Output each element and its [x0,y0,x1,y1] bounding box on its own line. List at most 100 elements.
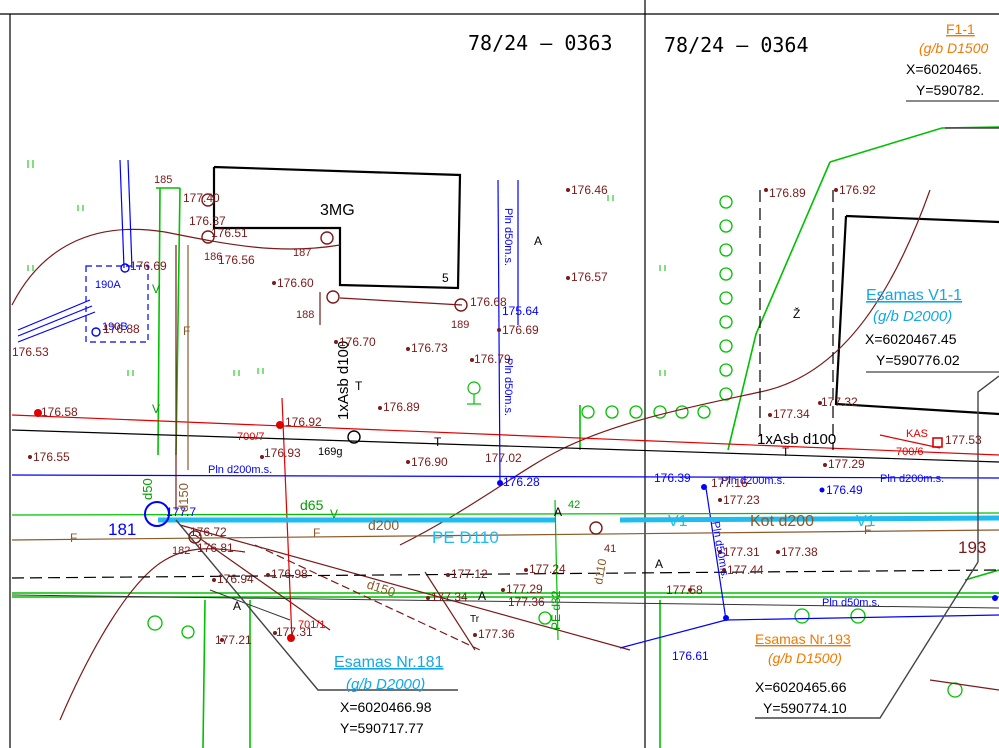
well-no-42: 42 [568,499,580,511]
callout-181-y: Y=590717.77 [340,720,424,736]
callout-f1-x: X=6020465. [906,61,982,77]
mark-f-1: F [70,531,77,545]
callout-193-subtitle: (g/b D1500) [768,650,842,666]
callout-v1-y: Y=590776.02 [876,352,960,368]
hydrant-symbol [347,430,361,444]
callout-v1-subtitle: (g/b D2000) [873,308,952,325]
pipe-label-d65: d65 [300,497,324,513]
pipe-label-v1-b: V1 [856,513,876,530]
pipe-label-pln-d50-a: Pln d50m.s. [502,208,514,266]
well-no-181: 181 [108,520,136,539]
callout-181-title: Esamas Nr.181 [334,654,443,671]
elev: 177.36 [478,627,515,641]
elev: 176.37 [189,214,226,228]
pipe-label-d50: d50 [140,478,155,500]
well-no-187: 187 [293,247,311,259]
elevation-points [28,188,838,642]
well-181-symbol[interactable] [144,501,170,527]
well-no-700-7: 700/7 [237,431,265,443]
building-right-top [845,214,999,224]
buildings [212,165,999,416]
elev: 176.49 [826,483,863,497]
well-no-188: 188 [296,309,314,321]
callout-193[interactable]: Esamas Nr.193 (g/b D1500) X=6020465.66 Y… [755,631,851,716]
elev: 176.88 [103,322,140,336]
elev: 176.73 [411,341,448,355]
building-right [834,215,999,416]
well-no-189: 189 [451,319,469,331]
zone-a-4: A [233,599,241,613]
callout-181[interactable]: Esamas Nr.181 (g/b D2000) X=6020466.98 Y… [334,654,443,736]
elev: 176.28 [503,475,540,489]
curb-lines [12,126,999,748]
elev: 176.98 [271,567,308,581]
elev: 176.79 [474,352,511,366]
callout-v1[interactable]: Esamas V1-1 (g/b D2000) X=6020467.45 Y=5… [865,287,999,373]
well-no-41: 41 [604,543,616,555]
callout-v1-title: Esamas V1-1 [866,287,962,304]
elev: 176.92 [285,415,322,429]
elev: 176.53 [12,345,49,359]
zone-a-5: A [478,589,486,603]
callout-f1-subtitle: (g/b D1500 [919,40,988,56]
callout-f1[interactable]: F1-1 (g/b D1500 X=6020465. Y=590782. [906,21,999,102]
zone-z: Ž [793,306,800,321]
elev: 177.53 [945,433,982,447]
elev: 177.7 [166,505,196,519]
elev: 177.58 [666,583,703,597]
sheet-label-right: 78/24 – 0364 [664,33,809,57]
elev: 177.12 [451,567,488,581]
elev: 176.60 [277,276,314,290]
elev: 176.81 [197,541,234,555]
callout-v1-x: X=6020467.45 [865,331,957,347]
well-no-182: 182 [172,545,190,557]
trees [147,195,963,698]
elev: 177.40 [183,191,220,205]
elev: 177.31 [276,625,313,639]
pipe-label-d200: d200 [368,517,399,533]
well-box-190 [85,265,149,343]
elev: 177.34 [773,407,810,421]
elev: 177.36 [508,595,545,609]
mark-t-1: T [434,435,442,449]
mark-v-1: V [152,282,160,296]
elev: 177.38 [781,545,818,559]
elev: 176.89 [769,186,806,200]
zone-a-2: A [554,505,562,519]
pipe-label-pln-d200-a: Pln d200m.s. [208,464,272,476]
elev: 176.72 [190,525,227,539]
mark-t-3: T [355,379,363,393]
sheet-label-left: 78/24 – 0363 [468,31,613,55]
pipe-label-pln-d200-b: Pln d200m.s. [721,475,785,487]
callout-f1-y: Y=590782. [916,82,984,98]
pipe-label-pln-d50-d: Pln d50m.s. [822,597,880,609]
elev: 176.92 [839,183,876,197]
elev: 177.29 [506,582,543,596]
well-no-193: 193 [958,538,986,557]
mark-v-3: V [330,507,338,521]
mark-f-3: F [864,523,871,537]
callout-181-subtitle: (g/b D2000) [346,676,425,693]
elev: 177.21 [215,633,252,647]
red-points [34,409,295,642]
elev: 176.57 [571,270,608,284]
pe-pipe [158,515,999,523]
mark-t-2: T [782,445,790,459]
elev: 177.34 [431,590,468,604]
elev: 176.89 [383,400,420,414]
mark-f-2: F [313,526,320,540]
building-label: 3MG [320,202,355,219]
building-number: 5 [442,271,449,285]
zone-a-3: A [655,557,663,571]
pipe-label-pln-d200-c: Pln d200m.s. [880,473,944,485]
callout-181-x: X=6020466.98 [340,699,432,715]
elev: 177.23 [723,493,760,507]
water-lines [11,159,999,649]
mark-f-4: F [183,324,190,338]
green-pipe [11,499,999,641]
elev: 177.02 [485,451,522,465]
callout-f1-title: F1-1 [946,21,975,37]
elev: 176.46 [571,183,608,197]
